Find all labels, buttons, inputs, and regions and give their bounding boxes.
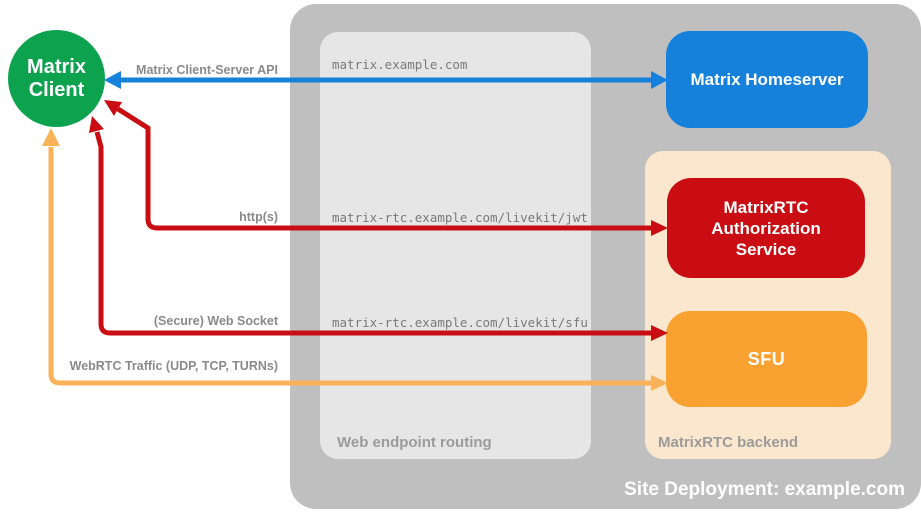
api-connection-label: Matrix Client-Server API [136, 63, 278, 77]
https-connection-label: http(s) [239, 210, 278, 224]
web-routing-label: Web endpoint routing [337, 434, 492, 451]
matrix-client-label-line2: Client [28, 78, 85, 101]
homeserver-endpoint-url: matrix.example.com [332, 57, 468, 72]
sfu-label: SFU [747, 348, 786, 369]
matrix-client-label-line1: Matrix [27, 55, 86, 78]
webrtc-connection-label: WebRTC Traffic (UDP, TCP, TURNs) [69, 359, 278, 373]
matrix-client-node: Matrix Client [8, 30, 105, 127]
jwt-endpoint-url: matrix-rtc.example.com/livekit/jwt [332, 210, 588, 225]
auth-service-label: MatrixRTC Authorization Service [711, 197, 821, 259]
websocket-connection-label: (Secure) Web Socket [153, 314, 278, 328]
web-endpoint-routing-box [320, 32, 591, 459]
matrix-homeserver-node: Matrix Homeserver [666, 31, 868, 128]
sfu-endpoint-url: matrix-rtc.example.com/livekit/sfu [332, 315, 588, 330]
auth-service-node: MatrixRTC Authorization Service [667, 178, 865, 278]
sfu-node: SFU [666, 311, 867, 407]
matrix-homeserver-label: Matrix Homeserver [690, 69, 844, 89]
backend-label: MatrixRTC backend [658, 434, 799, 451]
site-deployment-label: Site Deployment: example.com [624, 479, 905, 500]
